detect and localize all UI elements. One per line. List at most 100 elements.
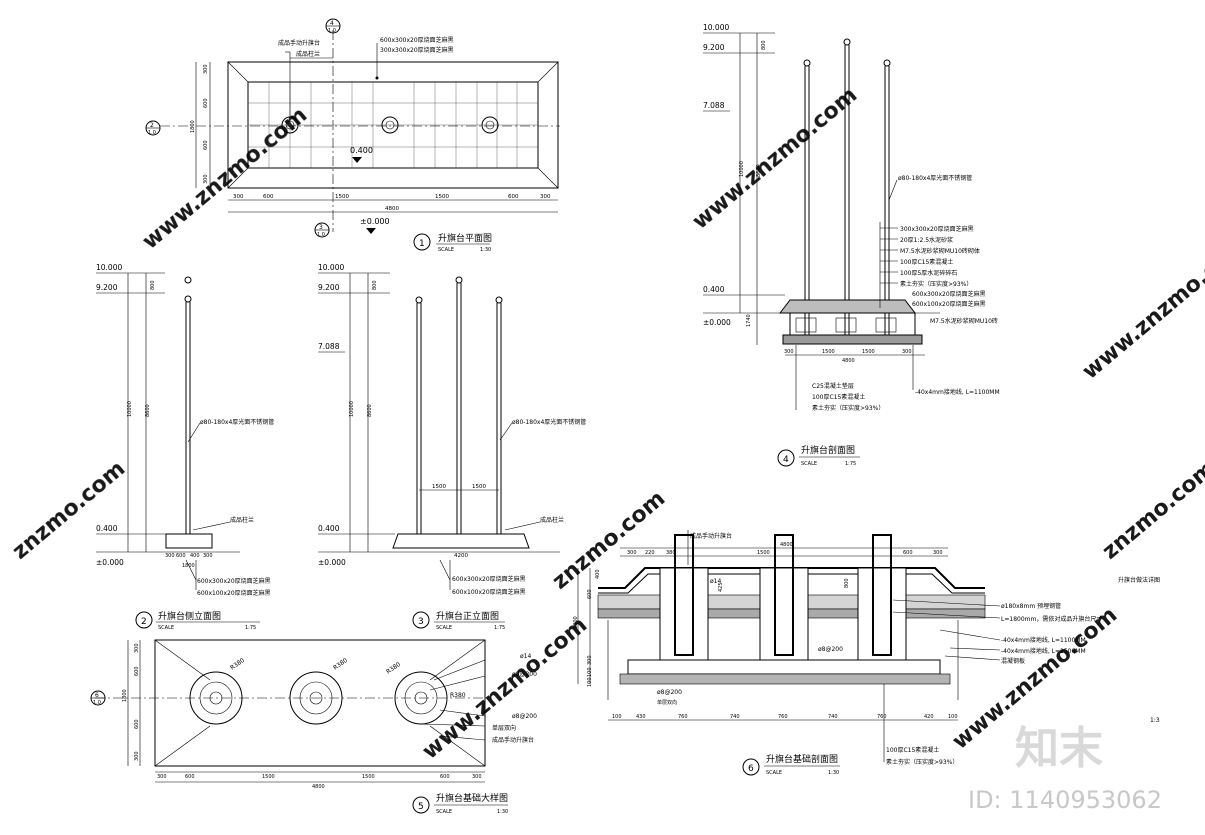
section-marker-ref: 1.0 [148,130,156,136]
section-marker: 4 1.0 [325,18,341,34]
dim-label: 1500 [862,349,875,355]
note: ø80-180x4厚光面不锈钢管 [898,174,972,182]
plan-level: ±0.000 [360,217,390,226]
note: 素土夯实（压实度>93%） [886,758,958,766]
section-marker: 2 1.0 [145,120,161,136]
flagpole-base [381,116,399,134]
layer-note: 100厚5厚水泥碎碎石 [900,269,957,277]
plan-note: 300x300x20厚烧面芝麻黑 [380,46,454,54]
note: ø8@200 [512,671,537,678]
watermark-text: znzmo.com [1098,456,1205,564]
dim-label: 300 [540,194,551,200]
watermark-text: www.znzmo.com [1078,233,1205,385]
dim-label: 1800 [190,120,196,133]
dim-label: 600 [203,98,209,108]
note: 素土夯实（压实度>93%） [812,404,884,412]
drawing-number: 4 [783,455,789,465]
mid-label: 单层双向 [657,699,677,706]
plan-note: 成品柱兰 [296,50,320,58]
scale-label: SCALE [158,625,174,631]
note: 100厚C15素混凝土 [812,393,865,401]
drawing-title: 升旗台平面图 [438,232,492,244]
note: ø80-180x4厚光面不锈钢管 [200,418,274,426]
dim-label: 600 [134,719,140,729]
dim-label: 300 [165,553,175,559]
dim-label: 800 [761,40,767,50]
side-title-block: 2 升旗台侧立面图 SCALE 1:75 [135,610,260,631]
dim-label: 1500 [262,774,275,780]
level-label: 0.400 [96,524,118,533]
note: 成品柱兰 [540,516,564,524]
section-drawing: 10.000 9.200 7.088 0.400 ±0.000 800 1000… [703,23,1000,467]
dim-label: 800 [150,280,156,290]
dim-label: 4800 [312,784,325,790]
dim-label: 600 [203,140,209,150]
level-label: ±0.000 [703,318,731,327]
dim-label: 100 [948,714,958,720]
scale-value: 1:75 [245,625,256,631]
plan-dims-left: 300 600 600 300 1800 [190,62,211,188]
section-marker-number: 3 [319,224,323,231]
section-marker-ref: 1.0 [93,700,101,706]
mid-label: ø8@200 [657,689,682,696]
layer-note: 素土夯实（压实度>93%） [900,280,972,288]
plan-dims-bottom: 300 600 1500 1500 600 300 4800 [228,194,558,213]
side-elevation-drawing: 10.000 9.200 0.400 ±0.000 800 10000 8600… [96,263,274,631]
scale-value: 1:75 [494,625,505,631]
drawing-title: 升旗台侧立面图 [158,610,221,622]
level-label: 10.000 [703,23,729,32]
dim-label: 1800 [182,563,195,569]
scale-value: 1:30 [480,247,491,253]
dim-label: 10000 [349,401,355,417]
section-marker-number: 2 [150,122,154,129]
note: 单层双向 [492,724,516,732]
section-title-block: 4 升旗台剖面图 SCALE 1:75 [777,444,860,467]
dim-label: 8600 [145,404,151,417]
dim-label: 400 [595,569,601,579]
level-label: 0.400 [318,524,340,533]
note: 600x300x20厚烧面芝麻黑 [452,575,526,583]
side-scale: 1:3 [1150,717,1160,724]
drawing-title: 升旗台基础大样图 [436,792,508,804]
dim-label: 1500 [472,484,486,490]
dim-label: 430 [636,714,646,720]
plan-title-block: 1 升旗台平面图 SCALE 1:30 [413,232,492,253]
dim-label: 600 [176,553,186,559]
dim-label: 1800 [573,616,579,629]
section-marker: 6 1.0 [90,690,106,706]
note: L=1800mm，需依对成品升旗台尺寸 [1001,615,1102,623]
dim-label: 300 [472,774,482,780]
dim-label: 1800 [122,689,128,702]
layer-note: 100厚C15素混凝土 [900,258,953,266]
layer-note: 20厚1:2.5水泥砂浆 [900,236,953,244]
dim-label: 1500 [822,349,835,355]
dim-label: 740 [828,714,838,720]
layer-note: 600x300x20厚烧面芝麻黑 [912,290,986,298]
drawing-number: 2 [141,617,147,627]
dim-label: 380 [666,550,676,556]
dim-label: 600 [587,589,593,599]
section-marker-ref: 1.0 [328,28,336,34]
scale-label: SCALE [801,461,817,467]
radius-label: R380 [229,657,246,672]
dim-label: 300 [627,550,637,556]
layer-note: M7.5水泥砂浆砌MU10砖砌体 [900,247,980,255]
dim-label: 420 [924,714,934,720]
dim-label: 800 [372,280,378,290]
watermark-layer: www.znzmo.com www.znzmo.com znzmo.com zn… [8,83,1205,765]
section-marker-ref: 1.0 [317,232,325,238]
foundation-section-title-block: 6 升旗台基础剖面图 SCALE 1:30 [742,753,840,776]
note: 100厚C15素混凝土 [886,746,939,754]
level-label: 9.200 [318,283,340,292]
dim-label: 10000 [739,161,745,177]
dim-label: 600 [134,666,140,676]
dim-label: 1500 [432,484,446,490]
note: 升旗台做法详图 [1118,576,1160,584]
footing-ring [189,671,243,725]
dim-label: 1740 [746,314,752,327]
dim-label: 760 [877,714,887,720]
plan-note: 成品手动升旗台 [278,39,320,47]
foundation-section-drawing: 300 220 380 1500 600 300 4800 成品手动升旗台 升旗… [573,530,1160,776]
watermark-text: znzmo.com [8,456,130,564]
